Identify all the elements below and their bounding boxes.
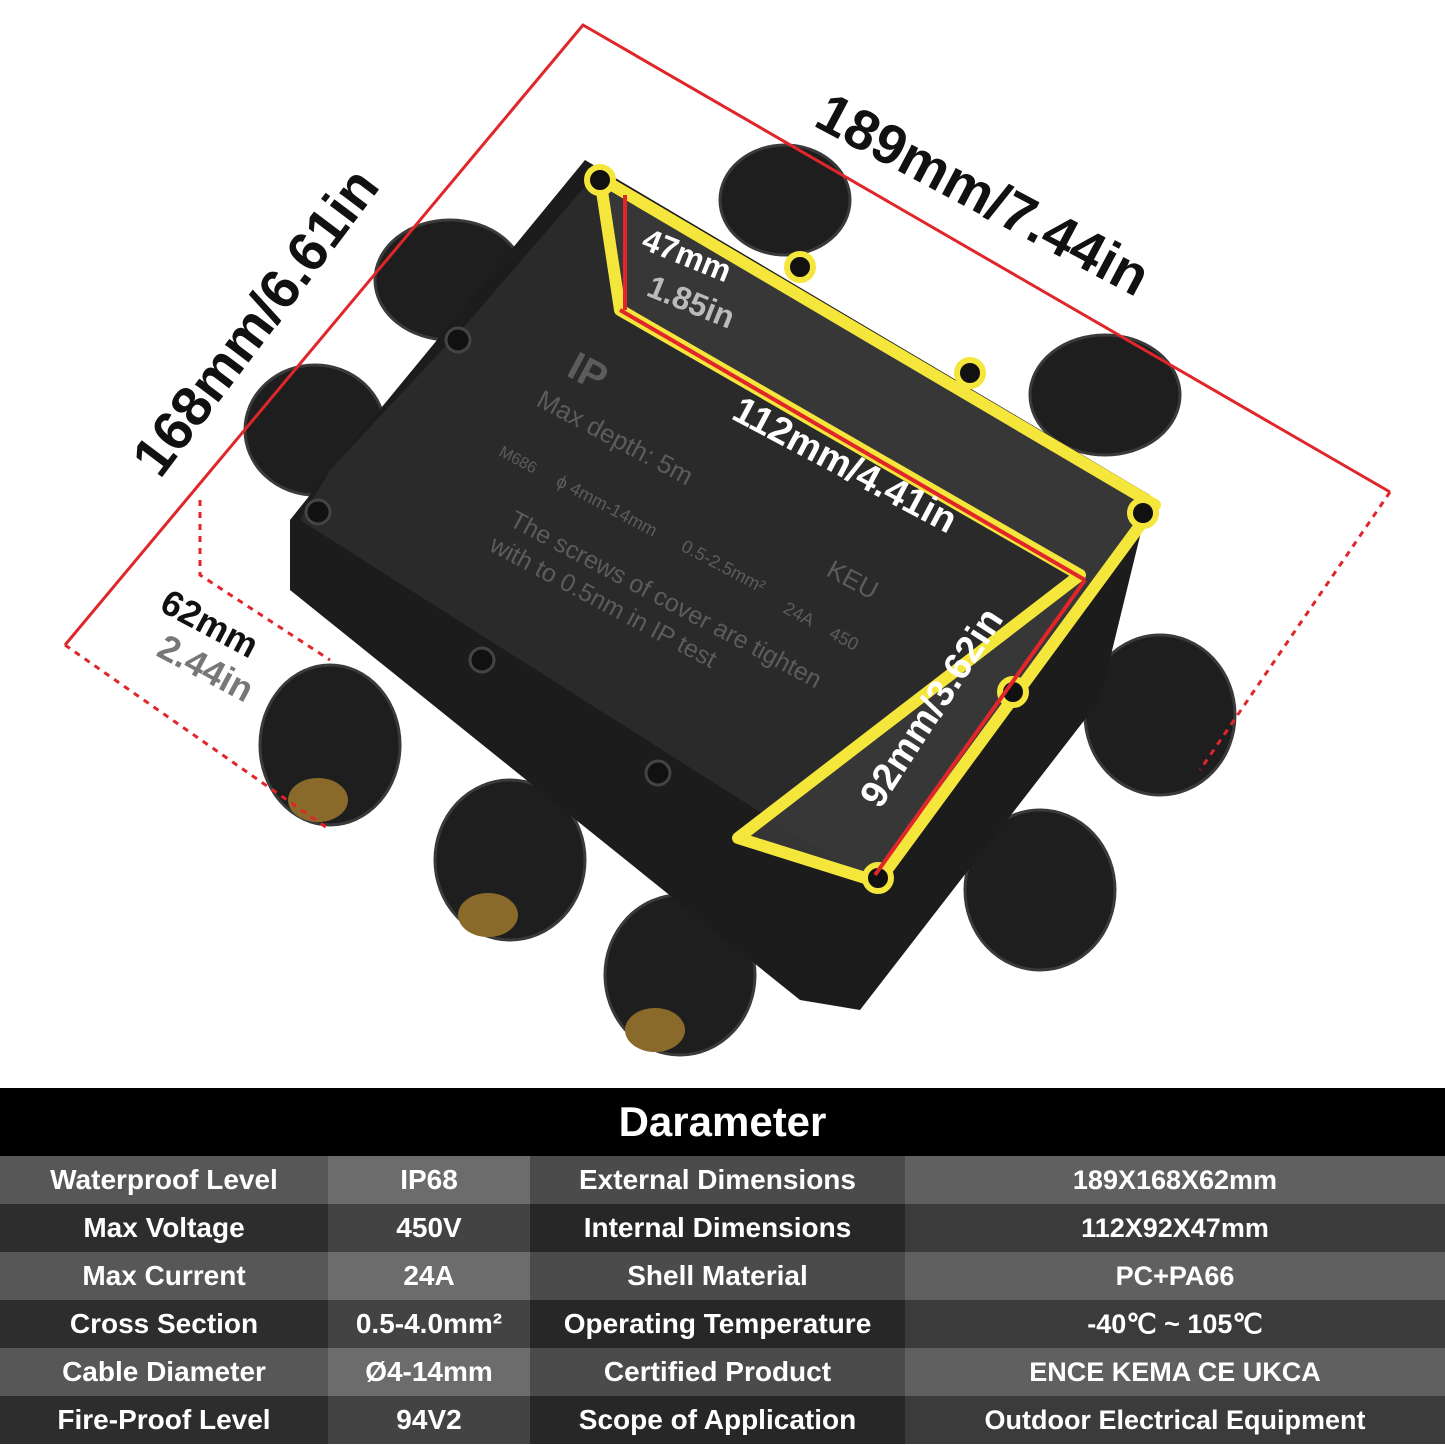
param-value: 189X168X62mm <box>905 1156 1445 1204</box>
param-label: Shell Material <box>530 1252 905 1300</box>
param-label: Waterproof Level <box>0 1156 328 1204</box>
param-value: 24A <box>328 1252 530 1300</box>
param-value: 112X92X47mm <box>905 1204 1445 1252</box>
param-label: Internal Dimensions <box>530 1204 905 1252</box>
table-row: Max Current 24A Shell Material PC+PA66 <box>0 1252 1445 1300</box>
length-label: 189mm/7.44in <box>806 80 1160 308</box>
param-value: -40℃ ~ 105℃ <box>905 1300 1445 1348</box>
param-label: Cable Diameter <box>0 1348 328 1396</box>
table-title: Darameter <box>0 1088 1445 1156</box>
table-row: Fire-Proof Level 94V2 Scope of Applicati… <box>0 1396 1445 1444</box>
param-value: 450V <box>328 1204 530 1252</box>
param-value: PC+PA66 <box>905 1252 1445 1300</box>
param-value: Outdoor Electrical Equipment <box>905 1396 1445 1444</box>
param-value: IP68 <box>328 1156 530 1204</box>
cable-glands <box>243 143 1237 1057</box>
gland-openings <box>288 778 685 1052</box>
dimension-lines <box>63 23 1392 877</box>
table-row: Cross Section 0.5-4.0mm² Operating Tempe… <box>0 1300 1445 1348</box>
param-label: External Dimensions <box>530 1156 905 1204</box>
param-value: Ø4-14mm <box>328 1348 530 1396</box>
table-row: Waterproof Level IP68 External Dimension… <box>0 1156 1445 1204</box>
param-label: Max Current <box>0 1252 328 1300</box>
param-label: Max Voltage <box>0 1204 328 1252</box>
screws <box>584 164 1159 894</box>
inner-cavity <box>600 178 1155 882</box>
param-label: Fire-Proof Level <box>0 1396 328 1444</box>
lid-screws <box>304 326 672 787</box>
param-value: 0.5-4.0mm² <box>328 1300 530 1348</box>
param-value: 94V2 <box>328 1396 530 1444</box>
product-image: IP Max depth: 5m M686 ϕ 4mm-14mm 0.5-2.5… <box>63 23 1392 1057</box>
table-row: Cable Diameter Ø4-14mm Certified Product… <box>0 1348 1445 1396</box>
param-value: ENCE KEMA CE UKCA <box>905 1348 1445 1396</box>
param-label: Cross Section <box>0 1300 328 1348</box>
param-label: Scope of Application <box>530 1396 905 1444</box>
table-row: Max Voltage 450V Internal Dimensions 112… <box>0 1204 1445 1252</box>
parameter-table: Darameter Waterproof Level IP68 External… <box>0 1088 1445 1445</box>
param-label: Operating Temperature <box>530 1300 905 1348</box>
param-label: Certified Product <box>530 1348 905 1396</box>
